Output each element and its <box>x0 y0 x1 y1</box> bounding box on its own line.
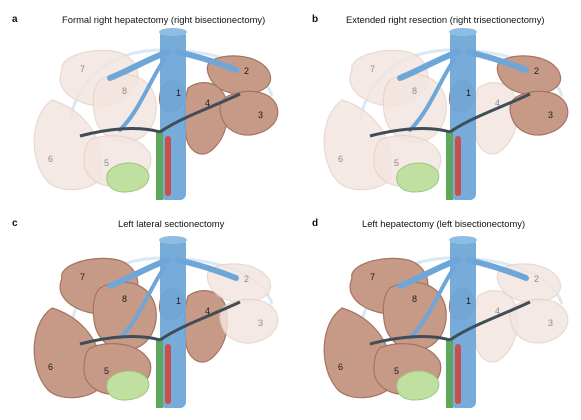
hepatic-artery <box>455 136 461 196</box>
segment-label-5: 5 <box>104 158 109 168</box>
right-hepatic-vein <box>107 49 171 81</box>
middle-hepatic-vein <box>408 266 456 340</box>
ivc-top <box>449 236 477 244</box>
segment-label-2: 2 <box>534 274 539 284</box>
right-hepatic-vein <box>107 257 171 289</box>
segment-label-3: 3 <box>258 110 263 120</box>
ivc-top <box>159 236 187 244</box>
hepatic-artery <box>165 344 171 404</box>
segment-label-1: 1 <box>466 296 471 306</box>
segment-label-2: 2 <box>534 66 539 76</box>
liver-group: 1 2 3 4 5 6 7 8 <box>33 28 279 200</box>
middle-hepatic-vein <box>118 266 166 340</box>
segment-label-6: 6 <box>338 154 343 164</box>
panel-title: Extended right resection (right trisecti… <box>346 14 545 25</box>
right-hepatic-vein <box>397 257 461 289</box>
segment-label-8: 8 <box>122 86 127 96</box>
liver-diagram: 1 2 3 4 5 6 7 8 <box>323 236 569 408</box>
liver-diagram: 1 2 3 4 5 6 7 8 <box>33 28 279 200</box>
segment-3-shape <box>509 298 569 344</box>
portal-vein <box>446 338 453 408</box>
segment-label-1: 1 <box>176 88 181 98</box>
liver-group: 1 2 3 4 5 6 7 8 <box>323 236 569 408</box>
segment-label-7: 7 <box>370 272 375 282</box>
gallbladder <box>396 370 440 401</box>
segment-label-5: 5 <box>104 366 109 376</box>
left-portal-pedicle <box>449 92 531 134</box>
segment-4-shape <box>474 82 519 155</box>
panel-letter: c <box>12 218 18 229</box>
segment-label-8: 8 <box>412 294 417 304</box>
middle-hepatic-vein <box>408 58 456 132</box>
left-portal-pedicle <box>159 300 241 342</box>
segment-label-6: 6 <box>48 154 53 164</box>
segment-4-shape <box>474 290 519 363</box>
panel-title: Left lateral sectionectomy <box>118 218 225 229</box>
segment-label-7: 7 <box>80 64 85 74</box>
right-portal-pedicle <box>79 335 161 346</box>
segment-label-3: 3 <box>548 110 553 120</box>
segment-label-6: 6 <box>338 362 343 372</box>
segment-label-2: 2 <box>244 66 249 76</box>
liver-group: 1 2 3 4 5 6 7 8 <box>33 236 279 408</box>
segment-3-shape <box>219 298 279 344</box>
hepatic-artery <box>455 344 461 404</box>
segment-label-3: 3 <box>548 318 553 328</box>
gallbladder <box>396 162 440 193</box>
liver-group: 1 2 3 4 5 6 7 8 <box>323 28 569 200</box>
left-hepatic-vein <box>465 49 529 73</box>
segment-label-8: 8 <box>412 86 417 96</box>
right-hepatic-vein <box>397 49 461 81</box>
segment-label-3: 3 <box>258 318 263 328</box>
portal-vein <box>156 130 163 200</box>
segment-label-2: 2 <box>244 274 249 284</box>
right-portal-pedicle <box>369 335 451 346</box>
segment-label-8: 8 <box>122 294 127 304</box>
right-portal-pedicle <box>79 127 161 138</box>
left-hepatic-vein <box>175 257 239 281</box>
gallbladder <box>106 370 150 401</box>
panel-title: Left hepatectomy (left bisectionectomy) <box>362 218 526 229</box>
portal-vein <box>446 130 453 200</box>
ivc-top <box>449 28 477 36</box>
panel-a: a Formal right hepatectomy (right bisect… <box>0 0 290 210</box>
segment-label-5: 5 <box>394 158 399 168</box>
panel-letter: b <box>312 14 319 25</box>
panel-letter: a <box>12 14 18 25</box>
hepatic-artery <box>165 136 171 196</box>
ivc-top <box>159 28 187 36</box>
segment-3-shape <box>509 90 569 136</box>
segment-label-4: 4 <box>205 98 210 108</box>
segment-4-shape <box>184 82 229 155</box>
segment-label-1: 1 <box>176 296 181 306</box>
left-portal-pedicle <box>449 300 531 342</box>
panel-d: d Left hepatectomy (left bisectionectomy… <box>290 210 581 419</box>
segment-label-7: 7 <box>370 64 375 74</box>
liver-diagram: 1 2 3 4 5 6 7 8 <box>323 28 569 200</box>
segment-label-5: 5 <box>394 366 399 376</box>
segment-label-1: 1 <box>466 88 471 98</box>
gallbladder <box>106 162 150 193</box>
panel-b: b Extended right resection (right trisec… <box>290 0 581 210</box>
portal-vein <box>156 338 163 408</box>
segment-label-4: 4 <box>205 306 210 316</box>
segment-4-shape <box>184 290 229 363</box>
liver-diagram: 1 2 3 4 5 6 7 8 <box>33 236 279 408</box>
segment-label-4: 4 <box>495 306 500 316</box>
left-hepatic-vein <box>175 49 239 73</box>
panel-letter: d <box>312 218 319 229</box>
segment-label-6: 6 <box>48 362 53 372</box>
left-hepatic-vein <box>465 257 529 281</box>
panel-c: c Left lateral sectionectomy 1 2 3 4 5 6 7 8 <box>0 210 290 419</box>
segment-label-4: 4 <box>495 98 500 108</box>
segment-3-shape <box>219 90 279 136</box>
segment-label-7: 7 <box>80 272 85 282</box>
left-portal-pedicle <box>159 92 241 134</box>
panel-title: Formal right hepatectomy (right bisectio… <box>62 14 266 25</box>
middle-hepatic-vein <box>118 58 166 132</box>
right-portal-pedicle <box>369 127 451 138</box>
